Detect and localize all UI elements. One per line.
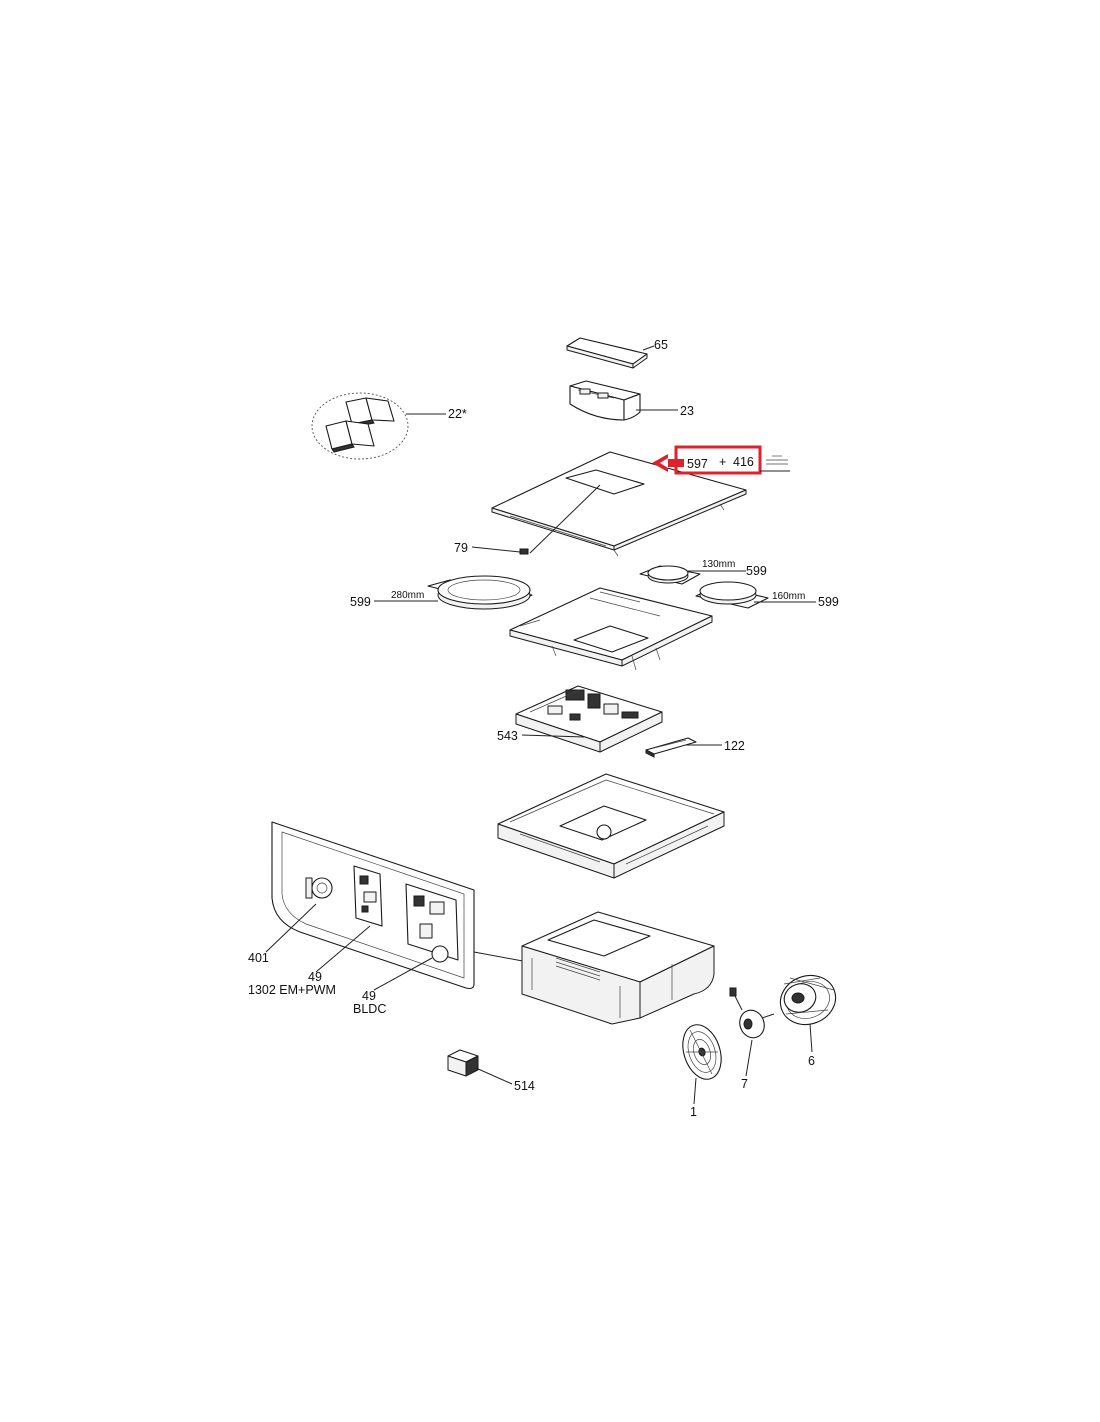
part-49-board-em-pwm: [353, 865, 383, 927]
leader-65: [642, 345, 655, 351]
part-514-module: [447, 1049, 479, 1077]
part-599-coil-130mm: [639, 565, 701, 585]
callout-7: 7: [741, 1077, 748, 1091]
part-49-board-bldc: [405, 883, 459, 963]
callout-597: 597: [687, 457, 708, 471]
callout-401: 401: [248, 951, 269, 965]
leader-49-b: [373, 957, 433, 991]
part-7-motor: [729, 987, 775, 1039]
callout-160mm: 160mm: [772, 591, 805, 602]
part-599-coil-280mm: [427, 575, 533, 610]
leader-49-a: [315, 925, 371, 973]
leader-79: [471, 546, 521, 553]
callout-bldc: BLDC: [353, 1002, 386, 1016]
part-65-filter-strip: [566, 337, 648, 369]
leader-1: [693, 1077, 697, 1105]
callout-49-a: 49: [308, 970, 322, 984]
part-22-carbon-filters: [311, 392, 409, 460]
callout-599-right: 599: [818, 595, 839, 609]
part-6-blower-wheel: [779, 974, 837, 1026]
leader-401: [265, 903, 317, 953]
callout-1302-em-pwm: 1302 EM+PWM: [248, 983, 336, 997]
leader-6: [809, 1023, 813, 1053]
callout-514: 514: [514, 1079, 535, 1093]
callout-6: 6: [808, 1054, 815, 1068]
callout-599-top: 599: [746, 564, 767, 578]
part-1-fan-grille: [682, 1024, 722, 1080]
glass-thickness-icon: [766, 455, 788, 465]
leader-543: [521, 734, 585, 738]
callout-416: 416: [733, 455, 754, 469]
callout-22: 22*: [448, 407, 467, 421]
part-23-duct: [569, 380, 641, 421]
part-122-control-strip: [645, 737, 697, 758]
part-glass-top-plate: [491, 451, 747, 557]
part-543-power-board: [515, 685, 663, 753]
leader-panel-to-motor-box: [473, 951, 529, 963]
callout-122: 122: [724, 739, 745, 753]
part-79-clip: [519, 548, 529, 555]
part-599-coil-160mm: [695, 581, 769, 609]
leader-514: [475, 1067, 513, 1085]
callout-49-b: 49: [362, 989, 376, 1003]
callout-543: 543: [497, 729, 518, 743]
callout-130mm: 130mm: [702, 559, 735, 570]
part-coil-support-tray: [509, 587, 713, 671]
callout-280mm: 280mm: [391, 590, 424, 601]
callout-65: 65: [654, 338, 668, 352]
part-motor-housing: [521, 911, 715, 1025]
size-highlight-box: [652, 445, 762, 475]
callout-1: 1: [690, 1105, 697, 1119]
callout-plus: +: [719, 455, 726, 469]
leader-7: [745, 1039, 753, 1077]
part-bottom-housing: [497, 773, 725, 879]
vent-slots: [555, 957, 601, 981]
callout-23: 23: [680, 404, 694, 418]
callout-599-left: 599: [350, 595, 371, 609]
leader-79-to-plate: [529, 484, 601, 554]
callout-79: 79: [454, 541, 468, 555]
